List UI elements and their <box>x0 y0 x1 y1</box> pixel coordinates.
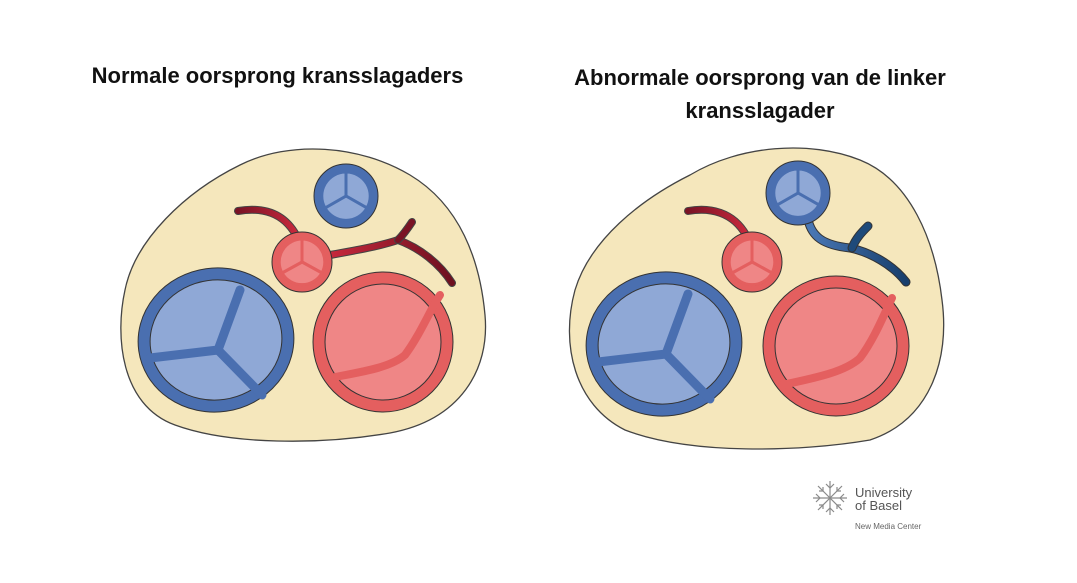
title-abnormal-line1: Abnormale oorsprong van de linker <box>574 65 946 90</box>
pulmonary-valve <box>313 163 379 229</box>
tricuspid-valve <box>585 271 743 417</box>
snowflake-logo-icon <box>813 481 847 515</box>
tricuspid-valve <box>137 267 295 413</box>
mitral-valve <box>762 275 910 417</box>
logo-wordmark: University of Basel <box>855 486 912 512</box>
pulmonary-valve <box>765 160 831 226</box>
aortic-valve <box>721 231 783 293</box>
aortic-valve <box>271 231 333 293</box>
logo-subtitle: New Media Center <box>855 522 922 531</box>
university-of-basel-logo: University of Basel New Media Center <box>810 478 950 538</box>
logo-line1: University <box>855 485 913 500</box>
mitral-valve <box>312 271 454 413</box>
title-abnormal-line2: kransslagader <box>685 98 835 123</box>
normal-origin-diagram <box>120 148 487 442</box>
title-normal-origin: Normale oorsprong kransslagaders <box>91 63 464 88</box>
abnormal-origin-diagram <box>568 147 945 450</box>
logo-line2: of Basel <box>855 498 902 513</box>
title-abnormal-origin: Abnormale oorsprong van de linker kranss… <box>545 61 975 127</box>
